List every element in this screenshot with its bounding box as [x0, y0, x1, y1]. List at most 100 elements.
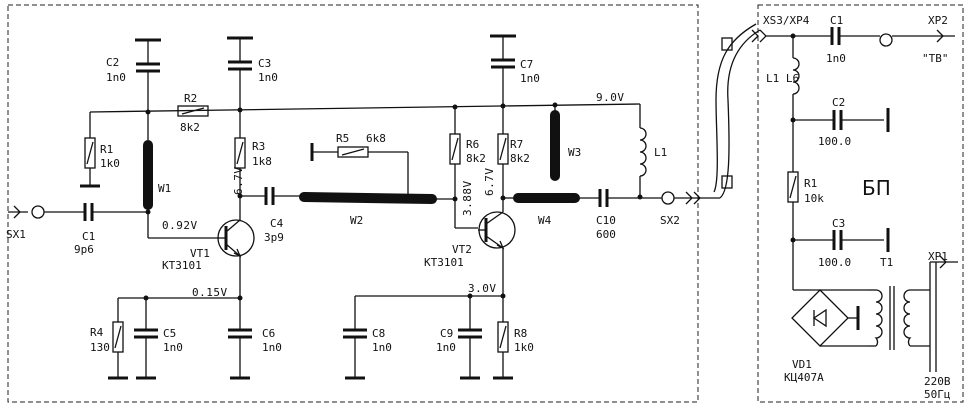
resistor-r1: R1 1k0	[80, 112, 120, 188]
svg-text:1k8: 1k8	[252, 155, 272, 168]
capacitor-c2: C2 1n0	[106, 38, 161, 112]
svg-text:"ТВ": "ТВ"	[922, 52, 949, 65]
svg-text:C5: C5	[163, 327, 176, 340]
vt1-emitter-voltage: 0.15V	[192, 286, 228, 299]
svg-text:C2: C2	[106, 56, 119, 69]
power-supply-outline	[757, 4, 964, 403]
svg-text:W4: W4	[538, 214, 552, 227]
output-connector-sx2: SX2	[660, 191, 720, 227]
svg-text:КТ3101: КТ3101	[424, 256, 464, 269]
capacitor-c8: C8 1n0	[343, 296, 392, 380]
svg-text:C7: C7	[520, 58, 533, 71]
svg-text:1n0: 1n0	[262, 341, 282, 354]
svg-text:1k0: 1k0	[514, 341, 534, 354]
svg-text:100.0: 100.0	[818, 256, 851, 269]
svg-text:R1: R1	[100, 143, 113, 156]
svg-text:1k0: 1k0	[100, 157, 120, 170]
svg-text:100.0: 100.0	[818, 135, 851, 148]
resistor-r5: R5 6k8	[310, 132, 409, 197]
svg-text:1n0: 1n0	[163, 341, 183, 354]
transistor-vt2: VT2 КТ3101	[424, 211, 516, 296]
ps-capacitor-c2: C2 100.0	[793, 96, 890, 148]
svg-text:C10: C10	[596, 214, 616, 227]
capacitor-c9: C9 1n0	[436, 296, 482, 380]
svg-text:XP2: XP2	[928, 14, 948, 27]
resistor-r7: R7 8k2	[497, 106, 530, 212]
svg-text:SX2: SX2	[660, 214, 680, 227]
svg-text:R4: R4	[90, 326, 104, 339]
ps-choke: L1 L6	[766, 36, 800, 120]
capacitor-c1: C1 9p6	[74, 203, 148, 256]
svg-text:VT2: VT2	[452, 243, 472, 256]
transformer-t1: T1	[868, 255, 958, 372]
capacitor-c5: C5 1n0	[134, 298, 183, 380]
svg-text:6k8: 6k8	[366, 132, 386, 145]
svg-text:8k2: 8k2	[510, 152, 530, 165]
capacitor-c10: C10 600	[596, 189, 662, 241]
svg-text:130: 130	[90, 341, 110, 354]
svg-text:1n0: 1n0	[436, 341, 456, 354]
svg-text:R7: R7	[510, 138, 523, 151]
svg-text:C3: C3	[832, 217, 845, 230]
svg-text:XP1: XP1	[928, 250, 948, 263]
svg-text:R3: R3	[252, 140, 265, 153]
capacitor-c4: C4 3p9	[240, 187, 302, 244]
resistor-r4: R4 130	[90, 298, 128, 380]
svg-text:C1: C1	[830, 14, 843, 27]
bridge-rectifier-vd1: VD1 КЦ407А	[784, 240, 868, 384]
ps-resistor-r1: R1 10k	[787, 120, 824, 240]
svg-text:220В: 220В	[924, 375, 951, 388]
svg-text:600: 600	[596, 228, 616, 241]
resistor-r6: R6 8k2	[449, 107, 486, 229]
vt2-base-voltage: 3.88V	[461, 180, 474, 216]
svg-text:C1: C1	[82, 230, 95, 243]
svg-text:T1: T1	[880, 256, 893, 269]
svg-text:10k: 10k	[804, 192, 824, 205]
svg-text:C3: C3	[258, 57, 271, 70]
power-supply-title: БП	[862, 176, 891, 200]
svg-text:8k2: 8k2	[180, 121, 200, 134]
ps-capacitor-c3: C3 100.0	[793, 217, 890, 269]
svg-text:W1: W1	[158, 182, 171, 195]
capacitor-c6: C6 1n0	[228, 298, 282, 380]
svg-text:XS3/XP4: XS3/XP4	[763, 14, 810, 27]
svg-text:W2: W2	[350, 214, 363, 227]
vt2-emitter-voltage: 3.0V	[468, 282, 497, 295]
svg-text:C8: C8	[372, 327, 385, 340]
svg-text:КТ3101: КТ3101	[162, 259, 202, 272]
line-w2: W2	[299, 192, 456, 227]
svg-text:8k2: 8k2	[466, 152, 486, 165]
svg-text:R5: R5	[336, 132, 349, 145]
supply-voltage: 9.0V	[596, 91, 625, 104]
svg-text:VT1: VT1	[190, 247, 210, 260]
input-connector-sx1: SX1	[6, 205, 85, 241]
svg-text:C6: C6	[262, 327, 275, 340]
svg-text:W3: W3	[568, 146, 581, 159]
svg-text:C4: C4	[270, 217, 284, 230]
vt1-collector-voltage: 6.7V	[232, 167, 245, 196]
svg-text:L1: L1	[654, 146, 667, 159]
svg-text:1n0: 1n0	[372, 341, 392, 354]
line-w3: W3	[550, 105, 581, 181]
svg-text:50Гц: 50Гц	[924, 388, 951, 401]
svg-text:1n0: 1n0	[258, 71, 278, 84]
inductor-l1: L1	[639, 110, 667, 197]
svg-text:R2: R2	[184, 92, 197, 105]
coax-cable	[713, 23, 761, 199]
svg-text:3p9: 3p9	[264, 231, 284, 244]
resistor-r8: R8 1k0	[493, 296, 534, 380]
sx1-label: SX1	[6, 228, 26, 241]
vt1-base-voltage: 0.92V	[162, 219, 198, 232]
svg-text:КЦ407А: КЦ407А	[784, 371, 824, 384]
svg-text:R6: R6	[466, 138, 479, 151]
svg-text:R1: R1	[804, 177, 817, 190]
amplifier-board-outline	[7, 4, 699, 403]
svg-text:R8: R8	[514, 327, 527, 340]
svg-text:1n0: 1n0	[826, 52, 846, 65]
vt2-collector-voltage: 6.7V	[483, 168, 496, 197]
line-w4: W4	[503, 193, 600, 227]
svg-text:9p6: 9p6	[74, 243, 94, 256]
svg-text:C2: C2	[832, 96, 845, 109]
resistor-r2: R2 8k2	[177, 92, 209, 134]
